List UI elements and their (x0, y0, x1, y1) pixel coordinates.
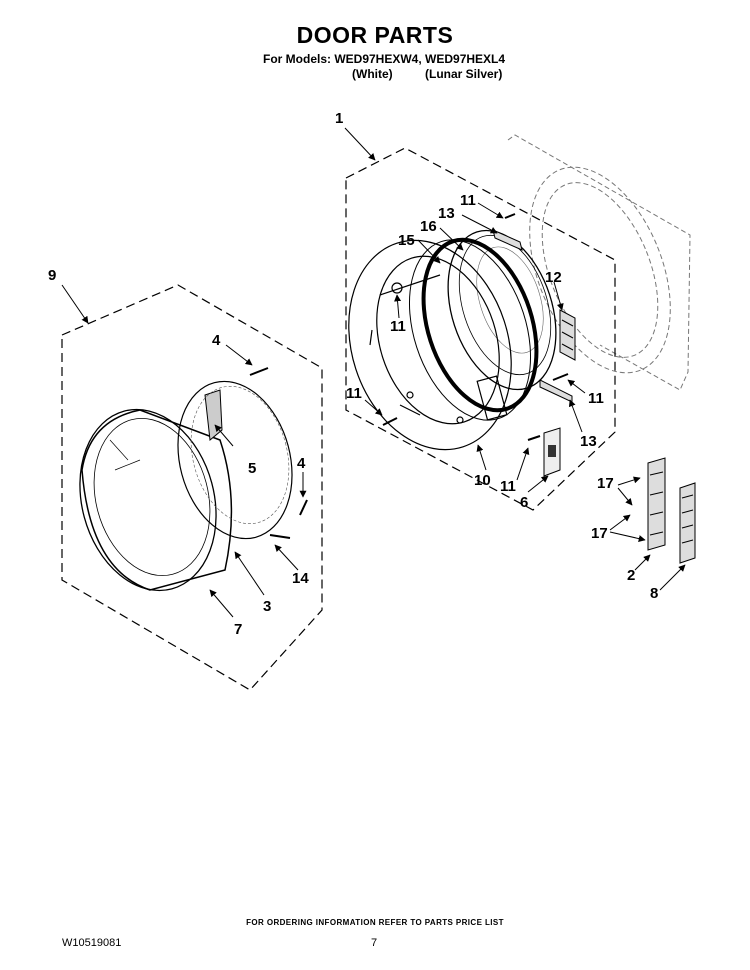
callout-8: 8 (650, 585, 658, 602)
door-seal (408, 239, 532, 421)
callout-11-right: 11 (588, 390, 604, 407)
cabinet-front-outline (507, 134, 691, 391)
hinge-plate (679, 482, 696, 564)
callout-14: 14 (292, 570, 309, 587)
callout-13-top: 13 (438, 205, 455, 222)
door-handle (204, 389, 223, 441)
models-line: For Models: WED97HEXW4, WED97HEXL4 (263, 52, 506, 66)
inner-door-frame (348, 239, 512, 451)
callout-17-upper: 17 (597, 475, 614, 492)
color-silver-label: (Lunar Silver) (425, 67, 503, 81)
latch-plate (543, 427, 561, 477)
callout-6: 6 (520, 494, 528, 511)
page-title: DOOR PARTS (296, 22, 454, 48)
hinge-assembly (647, 457, 666, 551)
door-hinge (559, 309, 576, 361)
callout-2: 2 (627, 567, 635, 584)
callout-11-left: 11 (346, 385, 362, 402)
callout-9: 9 (48, 267, 56, 284)
door-strike-upper (492, 229, 523, 251)
callout-11-frame: 11 (390, 318, 406, 335)
callout-13-bottom: 13 (580, 433, 597, 450)
ordering-note: FOR ORDERING INFORMATION REFER TO PARTS … (246, 918, 504, 927)
callout-4-lower: 4 (297, 455, 306, 472)
callout-10: 10 (474, 472, 491, 489)
door-liner (177, 380, 293, 540)
callout-1: 1 (335, 110, 343, 127)
inner-glass-bowl (447, 229, 557, 391)
callout-4-upper: 4 (212, 332, 221, 349)
callout-11-bottom: 11 (500, 478, 516, 495)
callout-15: 15 (398, 232, 415, 249)
color-white-label: (White) (352, 67, 393, 81)
group-9-dashed-box (61, 284, 323, 691)
screws (249, 213, 569, 539)
callout-3: 3 (263, 598, 271, 615)
callout-7: 7 (234, 621, 242, 638)
page-number: 7 (371, 937, 378, 949)
leader-lines (61, 127, 686, 618)
callout-17-lower: 17 (591, 525, 608, 542)
door-strike-lower (539, 379, 573, 403)
document-id: W10519081 (62, 937, 122, 949)
callout-11-top: 11 (460, 192, 476, 209)
door-gasket (421, 237, 539, 413)
callout-12: 12 (545, 269, 562, 286)
group-1-dashed-box (345, 147, 616, 511)
callout-16: 16 (420, 218, 437, 235)
callout-5: 5 (248, 460, 256, 477)
door-liner-rim (190, 385, 290, 525)
